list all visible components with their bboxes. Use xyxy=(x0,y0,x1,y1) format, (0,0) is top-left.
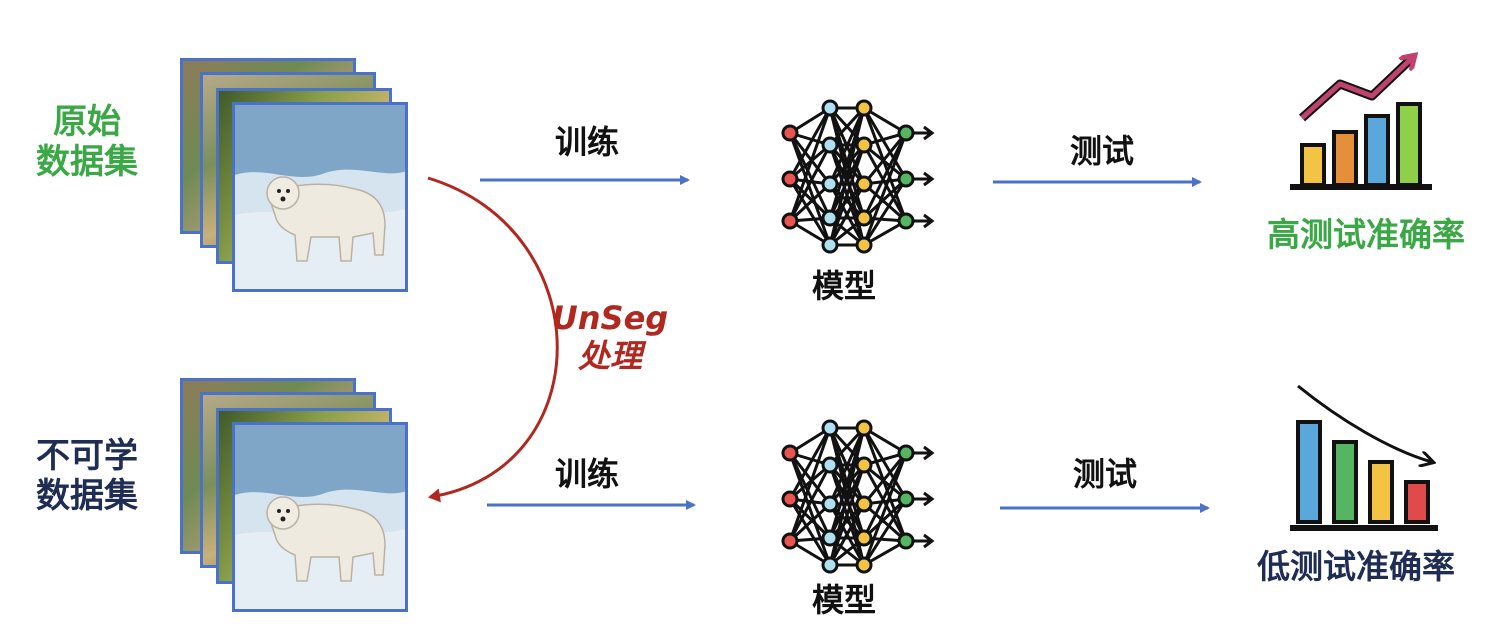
unseg-process-label: UnSeg 处理 xyxy=(551,299,669,375)
bar-chart-up-icon xyxy=(1290,58,1432,190)
train-label-bottom: 训练 xyxy=(554,455,619,493)
train-label-top: 训练 xyxy=(554,123,619,161)
original-dataset-images xyxy=(180,58,420,298)
polar-bear-photo xyxy=(232,422,408,612)
unseg-curve-arrow xyxy=(427,176,559,503)
polar-bear-photo xyxy=(232,102,408,292)
neural-network-icon xyxy=(781,419,935,574)
original-dataset-label: 原始 数据集 xyxy=(36,102,138,183)
unlearnable-dataset-images xyxy=(180,378,420,618)
low-accuracy-label: 低测试准确率 xyxy=(1257,547,1455,586)
high-accuracy-label: 高测试准确率 xyxy=(1267,215,1465,254)
model-label-bottom: 模型 xyxy=(811,581,876,619)
test-label-bottom: 测试 xyxy=(1072,455,1137,493)
unlearnable-dataset-label: 不可学 数据集 xyxy=(36,436,138,517)
model-label-top: 模型 xyxy=(811,267,876,305)
bar-chart-down-icon xyxy=(1290,384,1438,531)
neural-network-icon xyxy=(781,99,935,254)
test-label-top: 测试 xyxy=(1069,132,1134,170)
